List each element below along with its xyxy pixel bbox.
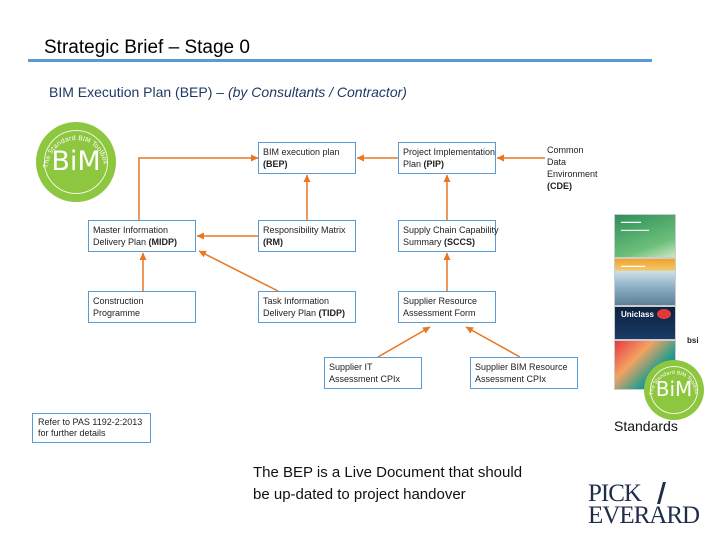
subtitle-main: BIM Execution Plan (BEP) – (49, 84, 228, 100)
uniclass-label: Uniclass (621, 310, 654, 319)
sccs-abbrev: (SCCS) (444, 237, 476, 247)
note-line1: Refer to PAS 1192-2:2013 (38, 417, 143, 427)
bep-line2: (BEP) (263, 159, 288, 169)
bim-toolbox-logo: The Standard BIM Toolbox BiM (36, 122, 116, 202)
rm-box: Responsibility Matrix (RM) (258, 220, 356, 252)
live-document-note: The BEP is a Live Document that should b… (253, 462, 522, 506)
live-note-line1: The BEP is a Live Document that should (253, 464, 523, 481)
title-underline (28, 59, 652, 62)
note-line2: for further details (38, 428, 106, 438)
midp-line2: Delivery Plan (93, 237, 149, 247)
construction-line2: Programme (93, 308, 141, 318)
pick-everard-logo: PICK EVERARD (588, 480, 712, 530)
tidp-line2: Delivery Plan (263, 308, 319, 318)
bep-box: BIM execution plan (BEP) (258, 142, 356, 174)
small-logo-ring-text: The Standard BIM Toolbox (649, 370, 699, 396)
small-logo-ring (650, 366, 698, 414)
sccs-line2: Summary (403, 237, 445, 247)
standard-cover-uniclass: Uniclass (614, 306, 676, 340)
itcpix-line1: Supplier IT (329, 362, 373, 372)
sccs-line1: Supply Chain Capability (403, 225, 499, 235)
logo-ring (44, 130, 108, 194)
arrow-tidp-to-midp (198, 250, 279, 292)
tidp-box: Task Information Delivery Plan (TIDP) (258, 291, 356, 323)
cde-line3: Environment (547, 169, 598, 179)
slide-title: Strategic Brief – Stage 0 (44, 37, 250, 58)
midp-box: Master Information Delivery Plan (MIDP) (88, 220, 196, 252)
itcpix-line2: Assessment CPIx (329, 374, 401, 384)
tidp-abbrev: (TIDP) (318, 308, 346, 318)
live-note-line2: be up-dated to project handover (253, 486, 466, 503)
bsi-label: bsi (687, 336, 699, 345)
midp-line1: Master Information (93, 225, 169, 235)
tidp-line1: Task Information (263, 296, 330, 306)
logo-word-pick: PICK (588, 480, 642, 507)
cde-line2: Data (547, 157, 567, 167)
supplier-bim-cpix-box: Supplier BIM Resource Assessment CPIx (470, 357, 578, 389)
arrow-midp-to-bep (138, 154, 259, 220)
supplier-it-cpix-box: Supplier IT Assessment CPIx (324, 357, 422, 389)
small-logo-bim-word: BiM (655, 377, 693, 401)
midp-abbrev: (MIDP) (148, 237, 178, 247)
standards-label: Standards (614, 418, 678, 434)
pip-line2: Plan (403, 159, 424, 169)
pip-box: Project Implementation Plan (PIP) (398, 142, 496, 174)
cde-line4: (CDE) (547, 181, 572, 191)
rm-line2: (RM) (263, 237, 283, 247)
sraf-line2: Assessment Form (403, 308, 476, 318)
supplier-resource-form-box: Supplier Resource Assessment Form (398, 291, 496, 323)
arrow-bimcpix-to-sraf (465, 326, 521, 358)
sraf-line1: Supplier Resource (403, 296, 478, 306)
rm-line1: Responsibility Matrix (263, 225, 346, 235)
pip-line1: Project Implementation (403, 147, 496, 157)
logo-word-everard: EVERARD (588, 502, 700, 529)
bimcpix-line1: Supplier BIM Resource (475, 362, 568, 372)
logo-bim-word: BiM (51, 146, 101, 177)
cde-label: Common Data Environment (CDE) (547, 144, 598, 192)
construction-programme-box: Construction Programme (88, 291, 196, 323)
logo-slash (657, 482, 666, 504)
bim-toolbox-logo-small: The Standard BIM Toolbox BiM (644, 360, 704, 420)
arrow-itcpix-to-sraf (377, 326, 431, 358)
standard-cover-green: ▬▬▬▬▬ ▬▬▬▬▬▬▬ (614, 214, 676, 258)
logo-ring-text: The Standard BIM Toolbox (42, 134, 110, 169)
slide-subtitle: BIM Execution Plan (BEP) – (by Consultan… (49, 84, 407, 100)
subtitle-italic: (by Consultants / Contractor) (227, 84, 407, 100)
bimcpix-line2: Assessment CPIx (475, 374, 547, 384)
construction-line1: Construction (93, 296, 144, 306)
bep-line1: BIM execution plan (263, 147, 340, 157)
pas-reference-note: Refer to PAS 1192-2:2013 for further det… (32, 413, 151, 443)
pip-abbrev: (PIP) (423, 159, 445, 169)
standard-cover-building: ▬▬▬▬▬▬ (614, 258, 676, 306)
sccs-box: Supply Chain Capability Summary (SCCS) (398, 220, 499, 252)
cde-line1: Common (547, 145, 584, 155)
